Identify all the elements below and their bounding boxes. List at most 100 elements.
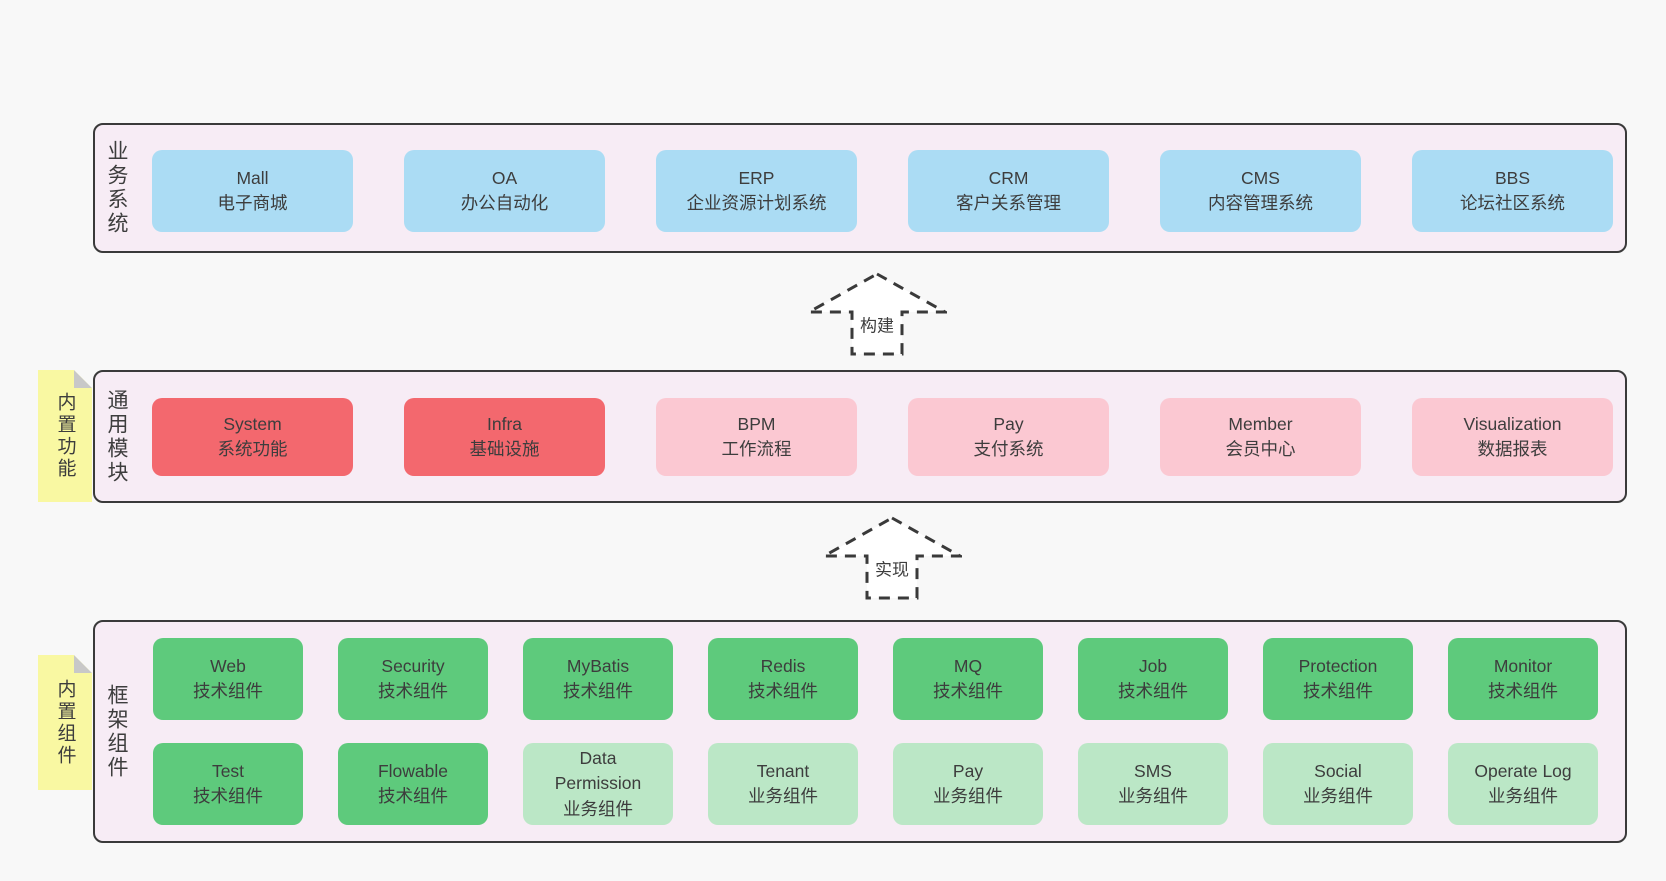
up-arrow-icon (822, 516, 962, 600)
box-pay-biz: Pay 业务组件 (893, 743, 1043, 825)
box-title: Mall (236, 167, 269, 188)
box-subtitle: 支付系统 (973, 439, 1044, 459)
box-mall: Mall 电子商城 (152, 150, 353, 232)
box-job: Job 技术组件 (1078, 638, 1228, 720)
box-title: Job (1138, 655, 1168, 676)
box-title: Test (211, 760, 245, 781)
box-operate-log: Operate Log 业务组件 (1448, 743, 1598, 825)
box-subtitle: 技术组件 (1488, 681, 1558, 701)
box-title: MyBatis (566, 655, 630, 676)
common-modules-layer: 通用模块 System 系统功能 Infra 基础设施 BPM 工作流程 Pay… (93, 370, 1627, 503)
box-subtitle: 技术组件 (1118, 681, 1188, 701)
box-title: Member (1228, 413, 1293, 434)
box-subtitle: 客户关系管理 (956, 193, 1061, 213)
box-oa: OA 办公自动化 (404, 150, 605, 232)
box-subtitle: 技术组件 (1303, 681, 1373, 701)
sticky-note-text: 内置功能 (54, 392, 76, 480)
box-subtitle: 内容管理系统 (1208, 193, 1313, 213)
implement-arrow: 实现 (822, 516, 962, 600)
box-title: Operate Log (1474, 760, 1572, 781)
box-sms: SMS 业务组件 (1078, 743, 1228, 825)
box-redis: Redis 技术组件 (708, 638, 858, 720)
layer-label-components: 框架组件 (105, 683, 128, 780)
framework-components-layer: 框架组件 Web 技术组件 Security 技术组件 MyBatis 技术组件… (93, 620, 1627, 843)
layer-label-business: 业务系统 (105, 140, 128, 236)
box-flowable: Flowable 技术组件 (338, 743, 488, 825)
box-title: BBS (1494, 167, 1531, 188)
box-web: Web 技术组件 (153, 638, 303, 720)
box-title: Security (381, 655, 445, 676)
box-cms: CMS 内容管理系统 (1160, 150, 1361, 232)
box-social: Social 业务组件 (1263, 743, 1413, 825)
box-subtitle: 企业资源计划系统 (686, 193, 827, 213)
box-title: Pay (952, 760, 984, 781)
box-subtitle: 工作流程 (721, 439, 792, 459)
box-subtitle: 业务组件 (933, 786, 1003, 806)
box-title: Tenant (756, 760, 810, 781)
box-subtitle: 办公自动化 (460, 193, 549, 213)
box-title: ERP (738, 167, 775, 188)
box-title: Infra (486, 413, 523, 434)
box-title: Social (1314, 760, 1362, 781)
box-title: Data Permission (554, 747, 642, 794)
box-subtitle: 技术组件 (748, 681, 818, 701)
box-title: BPM (737, 413, 776, 434)
box-subtitle: 业务组件 (1303, 786, 1373, 806)
box-security: Security 技术组件 (338, 638, 488, 720)
components-row-1: Web 技术组件 Security 技术组件 MyBatis 技术组件 Redi… (153, 638, 1598, 720)
box-title: MQ (953, 655, 983, 676)
implement-arrow-label: 实现 (875, 560, 909, 580)
box-visualization: Visualization 数据报表 (1412, 398, 1613, 476)
box-title: CMS (1241, 167, 1280, 188)
box-title: System (223, 413, 282, 434)
box-member: Member 会员中心 (1160, 398, 1361, 476)
box-data-permission: Data Permission 业务组件 (523, 743, 673, 825)
box-monitor: Monitor 技术组件 (1448, 638, 1598, 720)
box-title: Monitor (1493, 655, 1553, 676)
box-infra: Infra 基础设施 (404, 398, 605, 476)
box-tenant: Tenant 业务组件 (708, 743, 858, 825)
box-title: Web (210, 655, 246, 676)
box-subtitle: 技术组件 (378, 681, 448, 701)
box-title: OA (491, 167, 518, 188)
build-arrow-label: 构建 (860, 316, 894, 336)
box-protection: Protection 技术组件 (1263, 638, 1413, 720)
sticky-note-builtin-features: 内置功能 (38, 370, 92, 502)
box-subtitle: 技术组件 (193, 681, 263, 701)
box-test: Test 技术组件 (153, 743, 303, 825)
box-subtitle: 电子商城 (217, 193, 288, 213)
business-systems-layer: 业务系统 Mall 电子商城 OA 办公自动化 ERP 企业资源计划系统 CRM… (93, 123, 1627, 253)
layer-label-modules: 通用模块 (105, 388, 128, 485)
modules-box-row: System 系统功能 Infra 基础设施 BPM 工作流程 Pay 支付系统… (152, 398, 1613, 476)
box-subtitle: 技术组件 (378, 786, 448, 806)
components-row-2: Test 技术组件 Flowable 技术组件 Data Permission … (153, 743, 1598, 825)
box-subtitle: 业务组件 (748, 786, 818, 806)
box-system: System 系统功能 (152, 398, 353, 476)
box-title: SMS (1134, 760, 1172, 781)
build-arrow: 构建 (807, 272, 947, 356)
box-mybatis: MyBatis 技术组件 (523, 638, 673, 720)
box-subtitle: 基础设施 (469, 439, 540, 459)
up-arrow-icon (807, 272, 947, 356)
box-subtitle: 论坛社区系统 (1460, 193, 1565, 213)
box-subtitle: 业务组件 (1118, 786, 1188, 806)
box-pay: Pay 支付系统 (908, 398, 1109, 476)
box-subtitle: 技术组件 (193, 786, 263, 806)
box-title: Flowable (377, 760, 449, 781)
box-bbs: BBS 论坛社区系统 (1412, 150, 1613, 232)
folded-corner-icon (74, 655, 92, 673)
box-subtitle: 数据报表 (1477, 439, 1548, 459)
sticky-note-text: 内置组件 (54, 678, 76, 767)
box-title: Pay (993, 413, 1024, 434)
box-title: Redis (760, 655, 806, 676)
box-erp: ERP 企业资源计划系统 (656, 150, 857, 232)
box-subtitle: 技术组件 (933, 681, 1003, 701)
box-subtitle: 系统功能 (217, 439, 288, 459)
box-mq: MQ 技术组件 (893, 638, 1043, 720)
box-subtitle: 业务组件 (563, 798, 633, 819)
business-box-row: Mall 电子商城 OA 办公自动化 ERP 企业资源计划系统 CRM 客户关系… (152, 150, 1613, 232)
box-subtitle: 会员中心 (1225, 439, 1296, 459)
box-title: CRM (988, 167, 1029, 188)
box-crm: CRM 客户关系管理 (908, 150, 1109, 232)
